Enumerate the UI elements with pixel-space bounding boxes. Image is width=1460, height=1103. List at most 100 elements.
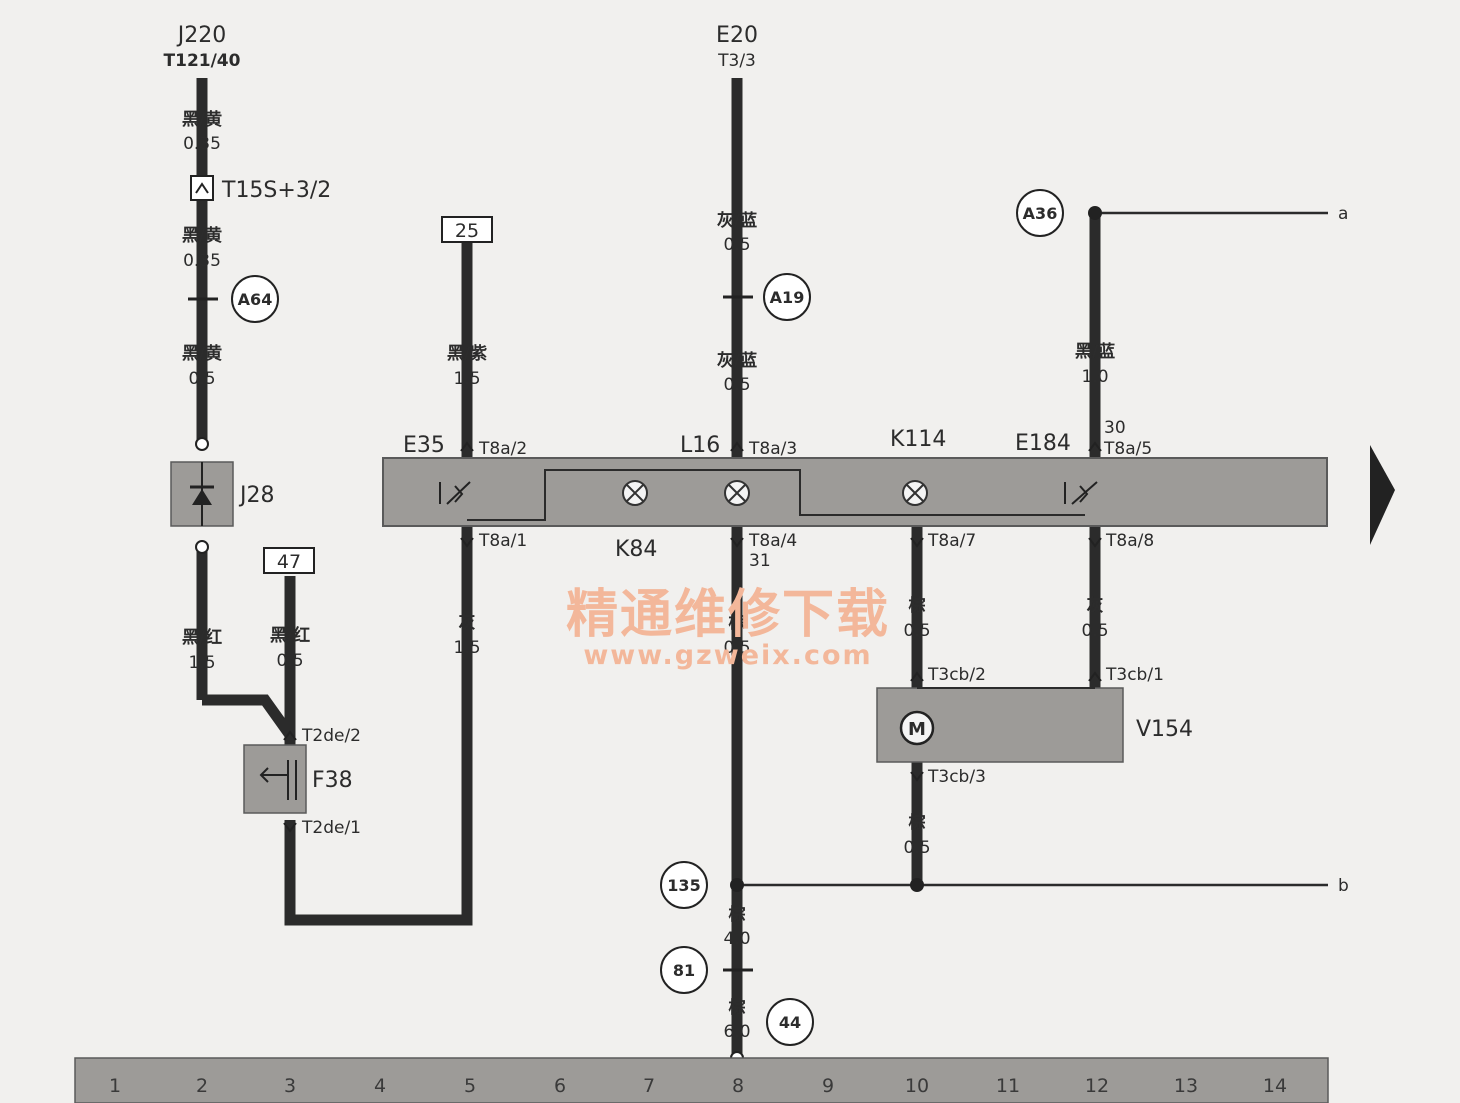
w5-size: 1.5 (188, 653, 215, 673)
watermark-url: www.gzweix.com (583, 640, 872, 671)
label-j28: J28 (238, 483, 274, 508)
w1-size-b: 0.35 (183, 251, 221, 271)
w8-size: 0.5 (723, 638, 750, 658)
w1-color-c: 黑/黄 (182, 343, 222, 364)
rail-number: 8 (732, 1075, 744, 1097)
label-k84: K84 (615, 537, 657, 562)
wire-to-f38 (202, 694, 295, 739)
connector-t15s-arrow (195, 182, 209, 194)
label-t3-3: T3/3 (717, 51, 756, 71)
w1-color-b: 黑/黄 (182, 225, 222, 246)
w3-size-b: 0.5 (723, 375, 750, 395)
wires (196, 78, 1101, 1055)
w13-color: 棕 (729, 997, 746, 1018)
pin-j28-bottom (195, 540, 209, 554)
label-t8a-7: T8a/7 (927, 531, 976, 551)
label-e20: E20 (716, 23, 758, 48)
w4-size: 1.0 (1081, 367, 1108, 387)
ref-47-label: 47 (277, 551, 301, 573)
pin-arrows (283, 441, 1102, 833)
motor-icon (899, 710, 935, 746)
point-a64-label: A64 (238, 290, 273, 309)
continue-arrow (1370, 445, 1395, 545)
rail-number: 3 (284, 1075, 296, 1097)
label-v154: V154 (1136, 717, 1193, 742)
ref-25-label: 25 (455, 220, 479, 242)
ref-box-25 (441, 216, 493, 243)
wire-f38-loop (284, 520, 473, 926)
label-t3cb-3: T3cb/3 (927, 767, 986, 787)
splice-dots (730, 206, 1102, 892)
label-pin30: 30 (1104, 418, 1126, 438)
label-t2de-1: T2de/1 (301, 818, 361, 838)
w11-size: 0.5 (903, 838, 930, 858)
junction-ticks (188, 295, 753, 972)
watermark: 精通维修下载 www.gzweix.com (566, 585, 890, 671)
point-135: 135 (660, 861, 708, 909)
point-a64: A64 (231, 275, 279, 323)
w9-size: 0.5 (903, 621, 930, 641)
end-b-label: b (1338, 876, 1349, 896)
labels: J220 T121/40 E20 T3/3 黑/黄 0.35 T15S+3/2 … (164, 23, 1349, 1042)
label-t15s: T15S+3/2 (221, 178, 331, 203)
end-a-label: a (1338, 204, 1348, 224)
point-a36: A36 (1016, 189, 1064, 237)
label-t8a-8: T8a/8 (1105, 531, 1154, 551)
rail-number: 4 (374, 1075, 386, 1097)
panel-internal-lines (467, 469, 1085, 521)
point-a36-label: A36 (1023, 204, 1058, 223)
point-44-label: 44 (779, 1013, 801, 1032)
watermark-title: 精通维修下载 (566, 585, 890, 645)
point-81-label: 81 (673, 961, 695, 980)
w7-color: 灰 (459, 612, 476, 633)
rail-number: 9 (822, 1075, 834, 1097)
rail-number: 11 (996, 1075, 1020, 1097)
point-81: 81 (660, 946, 708, 994)
rail-number: 12 (1085, 1075, 1109, 1097)
w1-size-c: 0.5 (188, 369, 215, 389)
w4-color: 黑/蓝 (1075, 342, 1115, 362)
point-a19: A19 (763, 273, 811, 321)
rail-numbers: 1 2 3 4 5 6 7 8 9 10 11 12 13 14 (109, 1075, 1287, 1097)
label-e35: E35 (403, 433, 445, 458)
rail-number: 13 (1174, 1075, 1198, 1097)
label-t8a-4: T8a/4 (748, 531, 797, 551)
label-t2de-2: T2de/2 (301, 726, 361, 746)
diode-icon (190, 462, 214, 526)
label-pin31: 31 (749, 551, 771, 571)
rail-number: 1 (109, 1075, 121, 1097)
w1-size-a: 0.35 (183, 134, 221, 154)
label-t8a-1: T8a/1 (478, 531, 527, 551)
w12-color: 棕 (729, 904, 746, 925)
rail-number: 14 (1263, 1075, 1287, 1097)
label-j220: J220 (176, 23, 226, 48)
label-t8a-2: T8a/2 (478, 439, 527, 459)
w11-color: 棕 (909, 812, 926, 833)
label-t3cb-1: T3cb/1 (1105, 665, 1164, 685)
rail-number: 10 (905, 1075, 929, 1097)
lamp-l16 (724, 480, 750, 506)
thermal-switch-icon (259, 760, 297, 800)
ref-box-47 (263, 547, 315, 574)
w3-color-b: 灰/蓝 (717, 350, 757, 371)
w1-color-a: 黑/黄 (182, 109, 222, 130)
rail-number: 2 (196, 1075, 208, 1097)
thin-lines (737, 211, 1328, 887)
lamp-k84 (622, 480, 648, 506)
w10-color: 灰 (1087, 595, 1104, 616)
label-k114: K114 (890, 427, 946, 452)
label-l16: L16 (680, 433, 720, 458)
w8-color: 棕 (729, 612, 746, 633)
label-e184: E184 (1015, 431, 1071, 456)
lamp-k114 (902, 480, 928, 506)
point-a19-label: A19 (770, 288, 805, 307)
point-135-label: 135 (667, 876, 700, 895)
switch-e184-icon (1064, 481, 1098, 505)
pin-j28-top (195, 437, 209, 451)
label-t121-40: T121/40 (164, 51, 241, 71)
label-t8a-5: T8a/5 (1103, 439, 1152, 459)
w9-color: 棕 (909, 595, 926, 616)
motor-symbol: M (908, 719, 926, 740)
w12-size: 4.0 (723, 929, 750, 949)
